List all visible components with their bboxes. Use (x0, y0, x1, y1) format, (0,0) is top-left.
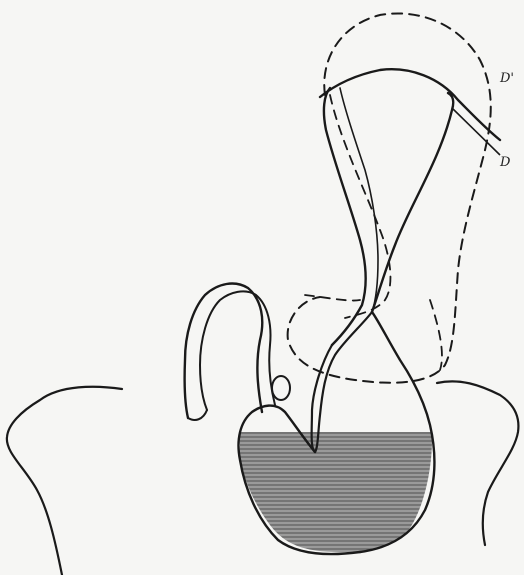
nodule (272, 376, 290, 400)
label-d: D (499, 155, 511, 170)
label-d-prime: D' (499, 71, 514, 86)
